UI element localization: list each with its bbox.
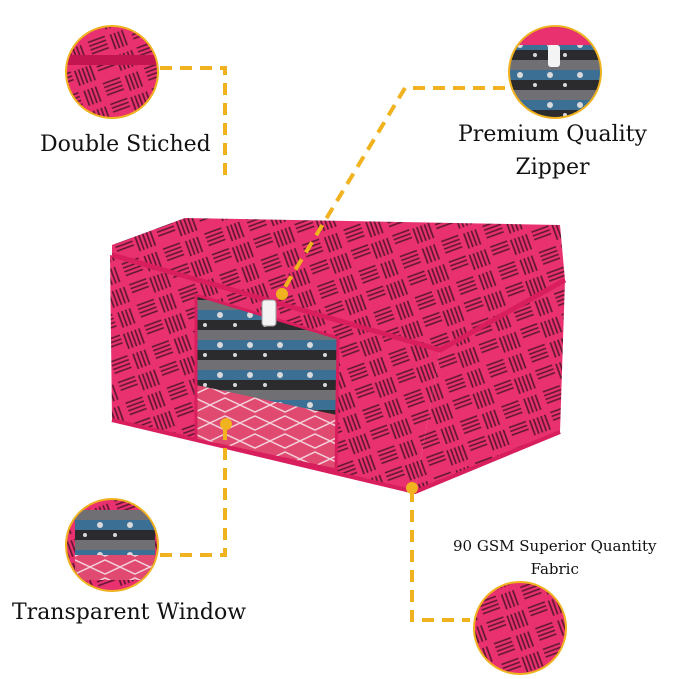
storage-bag <box>110 218 567 495</box>
label-fabric: 90 GSM Superior Quantity Fabric <box>453 535 656 581</box>
label-double-stitched: Double Stiched <box>40 132 211 157</box>
detail-circle-fabric <box>473 581 567 675</box>
label-fabric-line1: 90 GSM Superior Quantity <box>453 537 657 555</box>
zipper-pull <box>261 299 277 327</box>
detail-circle-zipper <box>508 25 602 119</box>
callout-dots <box>220 288 418 494</box>
detail-circle-stitching <box>65 25 159 119</box>
bag-top-face <box>112 218 565 350</box>
detail-circle-window <box>65 498 159 592</box>
label-transparent-window: Transparent Window <box>12 600 247 625</box>
label-premium-zipper: Premium Quality Zipper <box>458 118 647 184</box>
bag-right-face <box>415 280 565 492</box>
zipper-seam <box>111 252 567 353</box>
label-fabric-line2: Fabric <box>530 560 579 578</box>
label-zipper-line1: Premium Quality <box>458 122 647 147</box>
callout-lines <box>160 66 505 622</box>
label-zipper-line2: Zipper <box>515 155 590 180</box>
